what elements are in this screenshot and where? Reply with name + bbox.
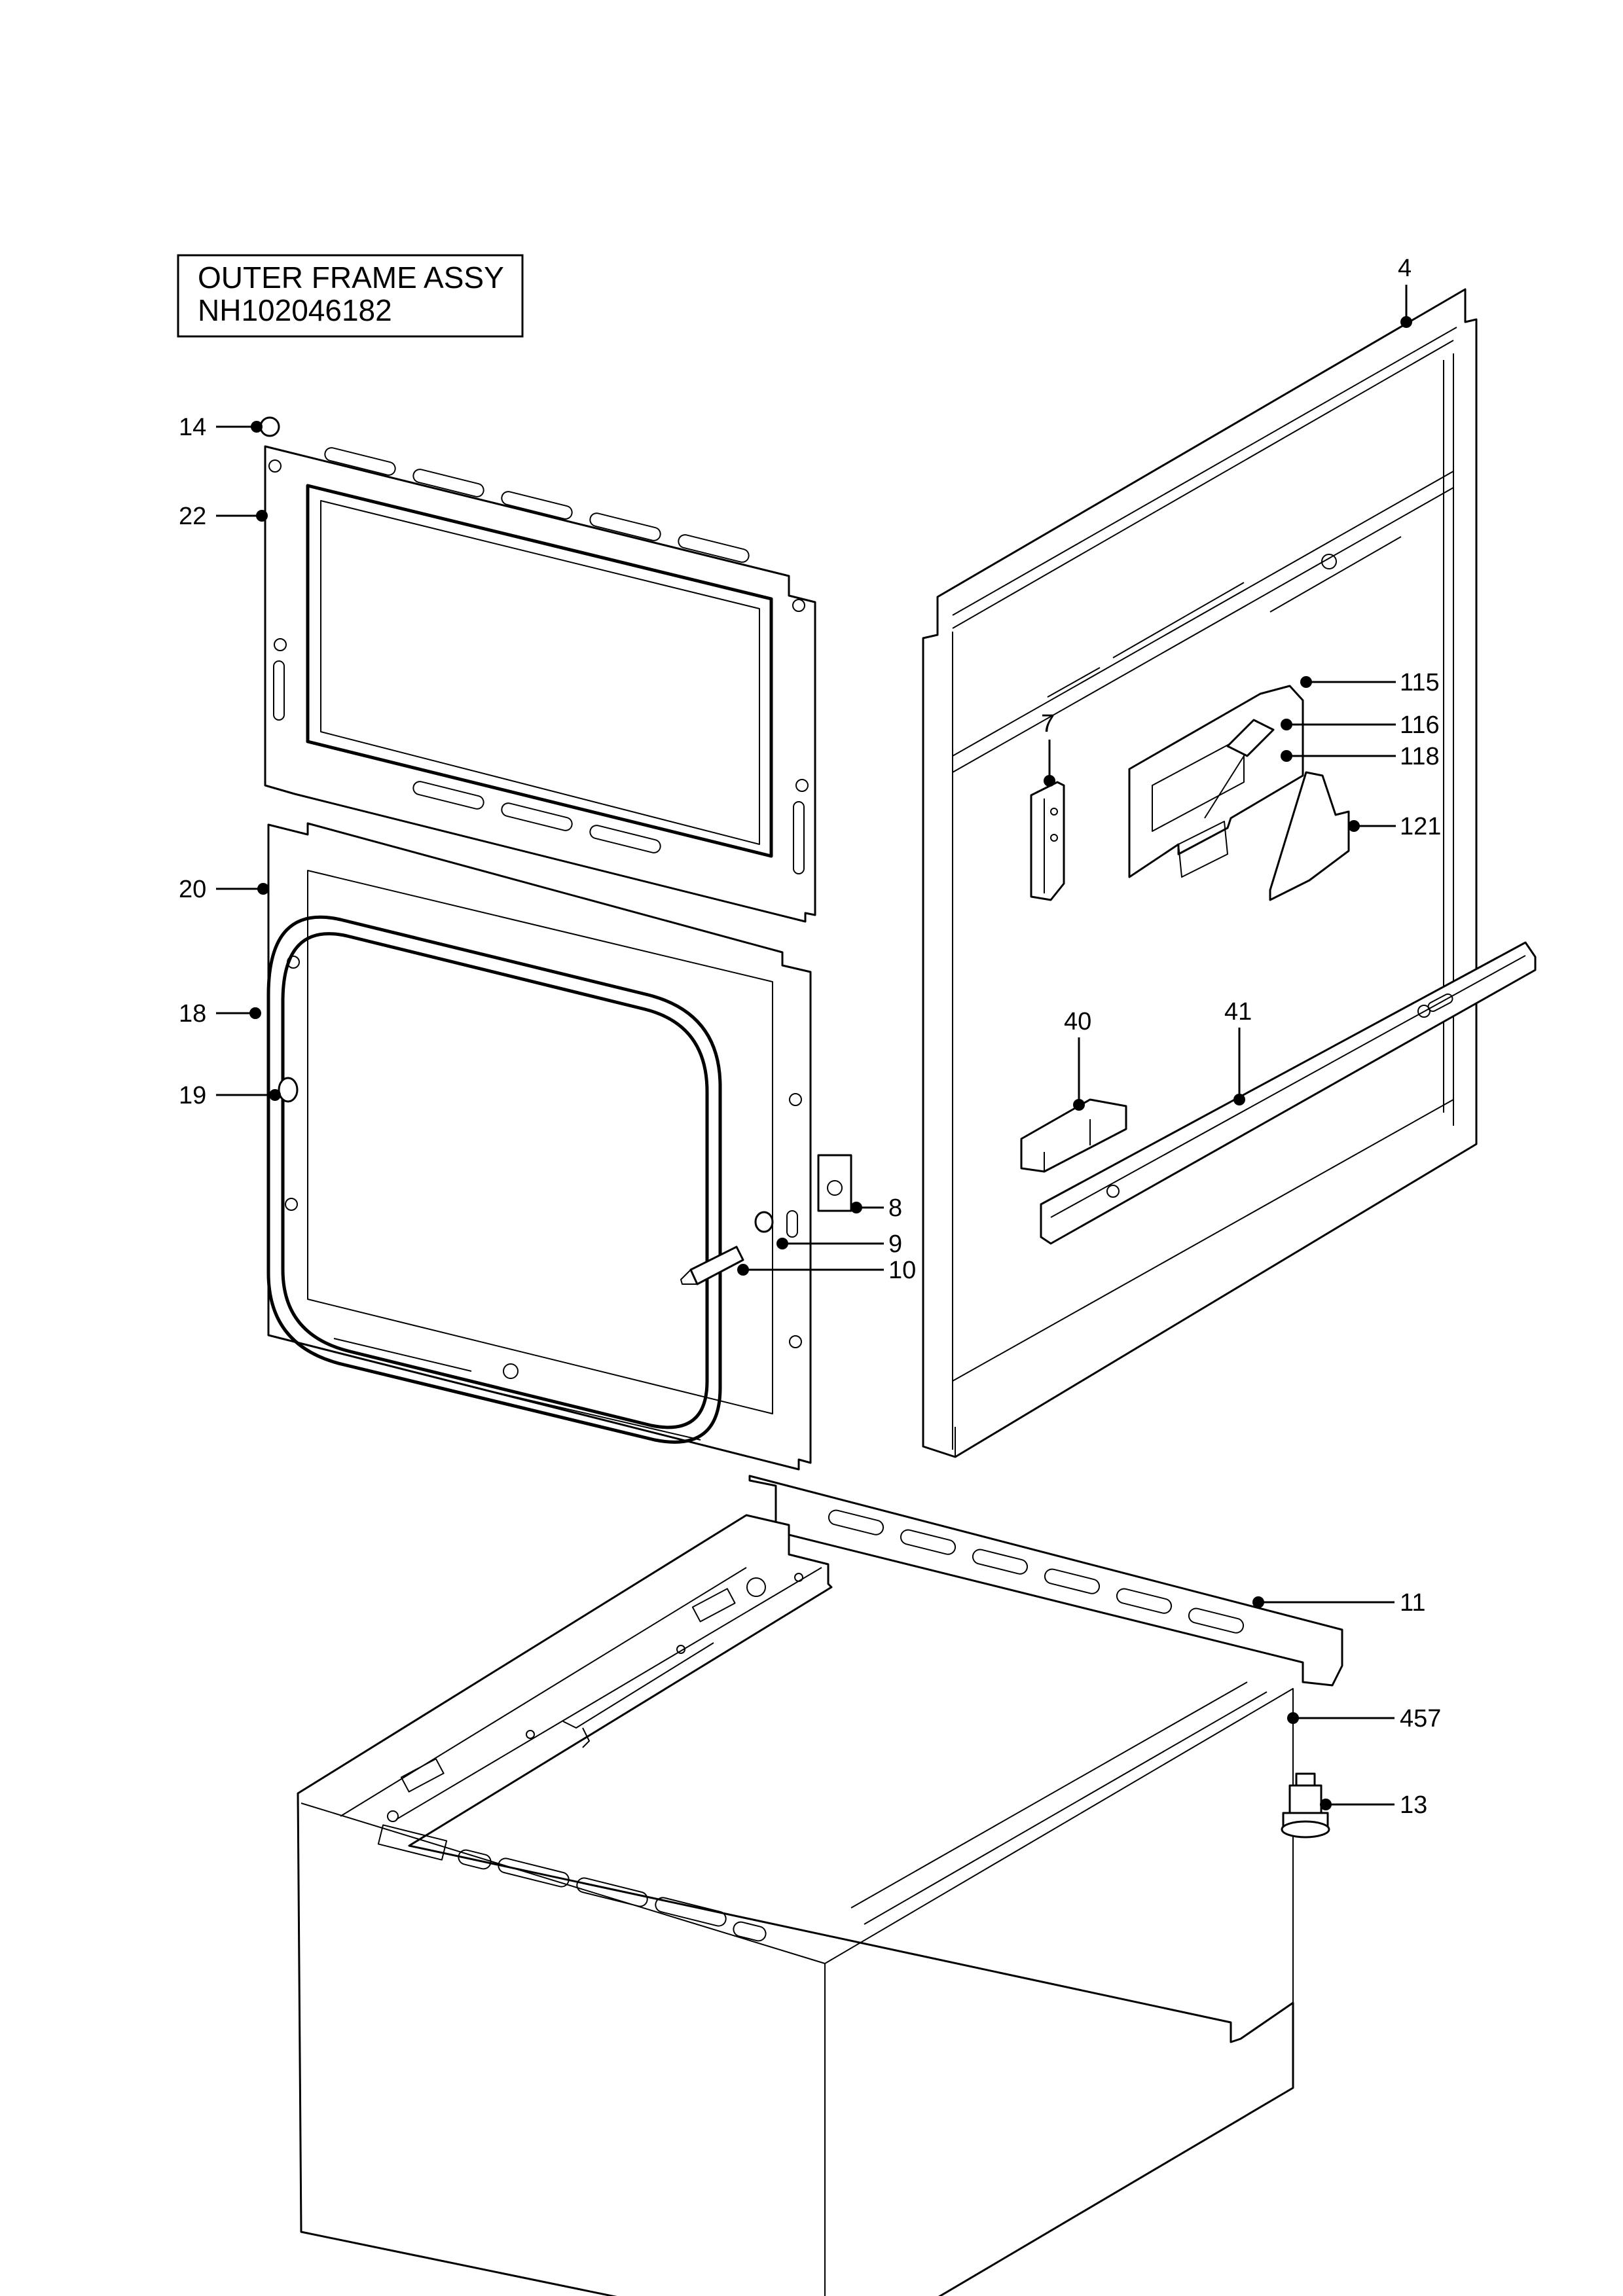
bracket-part-8 [817,1154,852,1212]
rear-frame-part-11 [748,1475,1343,1687]
hinge-bracket-part-7 [1030,781,1065,901]
callout-116: 116 [1400,711,1440,739]
rail-part-41 [1040,941,1537,1245]
callout-22: 22 [179,503,206,530]
connector-part-10 [680,1246,744,1285]
title-box: OUTER FRAME ASSY NH102046182 [177,254,524,338]
washer-part-9 [754,1211,774,1233]
callout-10: 10 [888,1257,916,1284]
callout-4: 4 [1398,255,1412,282]
grommet-part-19 [278,1077,299,1103]
base-tray-part-457 [297,1514,1294,2296]
callout-9: 9 [888,1230,902,1258]
callout-14: 14 [179,414,206,441]
callout-19: 19 [179,1082,206,1109]
front-panel-part-20 [267,822,812,1471]
title-line-2: NH102046182 [198,293,392,327]
callout-18: 18 [179,1000,206,1028]
title-line-1: OUTER FRAME ASSY [198,260,504,295]
callout-11: 11 [1400,1589,1425,1617]
top-panel-part-22 [264,445,816,923]
cover-part-40 [1020,1098,1127,1173]
callout-40: 40 [1064,1008,1091,1035]
callout-115: 115 [1400,669,1440,696]
bracket-part-121 [1269,771,1350,901]
callout-labels: 4 14 22 115 7 116 118 121 20 40 41 18 19… [179,255,1441,1819]
callout-7: 7 [1041,710,1055,738]
side-panel-part-4 [922,288,1478,1458]
door-seal-part-18 [266,915,722,1444]
callout-118: 118 [1400,743,1440,770]
callout-41: 41 [1224,998,1252,1026]
callout-20: 20 [179,876,206,903]
callout-8: 8 [888,1194,902,1222]
foot-part-13 [1281,1772,1330,1839]
grommet-part-14 [259,416,280,437]
callout-13: 13 [1400,1791,1427,1819]
callout-457: 457 [1400,1705,1441,1732]
sensor-part-116 [1204,719,1275,819]
callout-121: 121 [1400,813,1441,840]
callout-leaders [216,285,1412,1810]
